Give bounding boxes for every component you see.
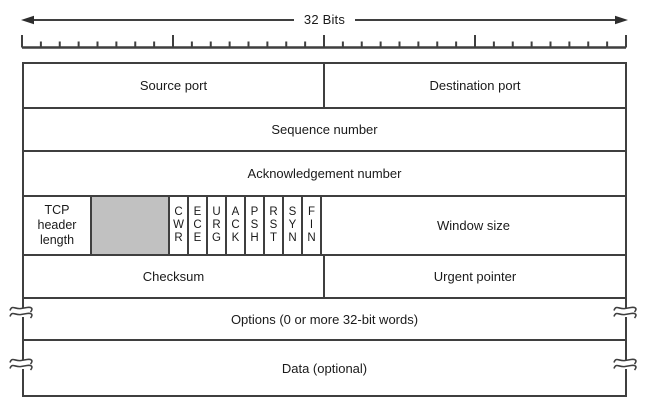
break-mark-icon — [9, 358, 33, 371]
break-mark-icon — [613, 306, 637, 319]
row-options: Options (0 or more 32-bit words) — [24, 297, 625, 339]
row-data: Data (optional) — [24, 339, 625, 395]
cell-checksum: Checksum — [142, 269, 205, 284]
cell-reserved-field — [90, 197, 168, 254]
cell-urgent-pointer: Urgent pointer — [323, 256, 625, 297]
arrow-line-left — [34, 19, 294, 21]
arrowhead-left-icon — [21, 15, 34, 25]
cell-window-size: Window size — [320, 197, 625, 254]
row-checksum: Checksum Urgent pointer — [24, 254, 625, 297]
cell-source-port: Source port — [139, 78, 208, 93]
cell-options: Options (0 or more 32-bit words) — [230, 311, 419, 327]
arrowhead-right-icon — [615, 15, 628, 25]
break-mark-icon — [613, 358, 637, 371]
row-ports: Source port Destination port — [24, 64, 625, 107]
cell-data: Data (optional) — [281, 360, 368, 376]
cell-sequence-number: Sequence number — [271, 122, 378, 137]
diagram-width-arrow: 32 Bits — [21, 12, 628, 28]
arrow-line-right — [355, 19, 615, 21]
row-acknowledgement-number: Acknowledgement number — [24, 150, 625, 195]
cell-destination-port: Destination port — [323, 64, 625, 107]
row-sequence-number: Sequence number — [24, 107, 625, 150]
bit-ruler — [21, 35, 627, 49]
cell-tcp-header-length: TCP header length — [37, 203, 77, 247]
bits-label: 32 Bits — [303, 11, 346, 27]
tcp-header-table: Source port Destination port Sequence nu… — [22, 62, 627, 397]
cell-acknowledgement-number: Acknowledgement number — [247, 166, 402, 181]
break-mark-icon — [9, 306, 33, 319]
